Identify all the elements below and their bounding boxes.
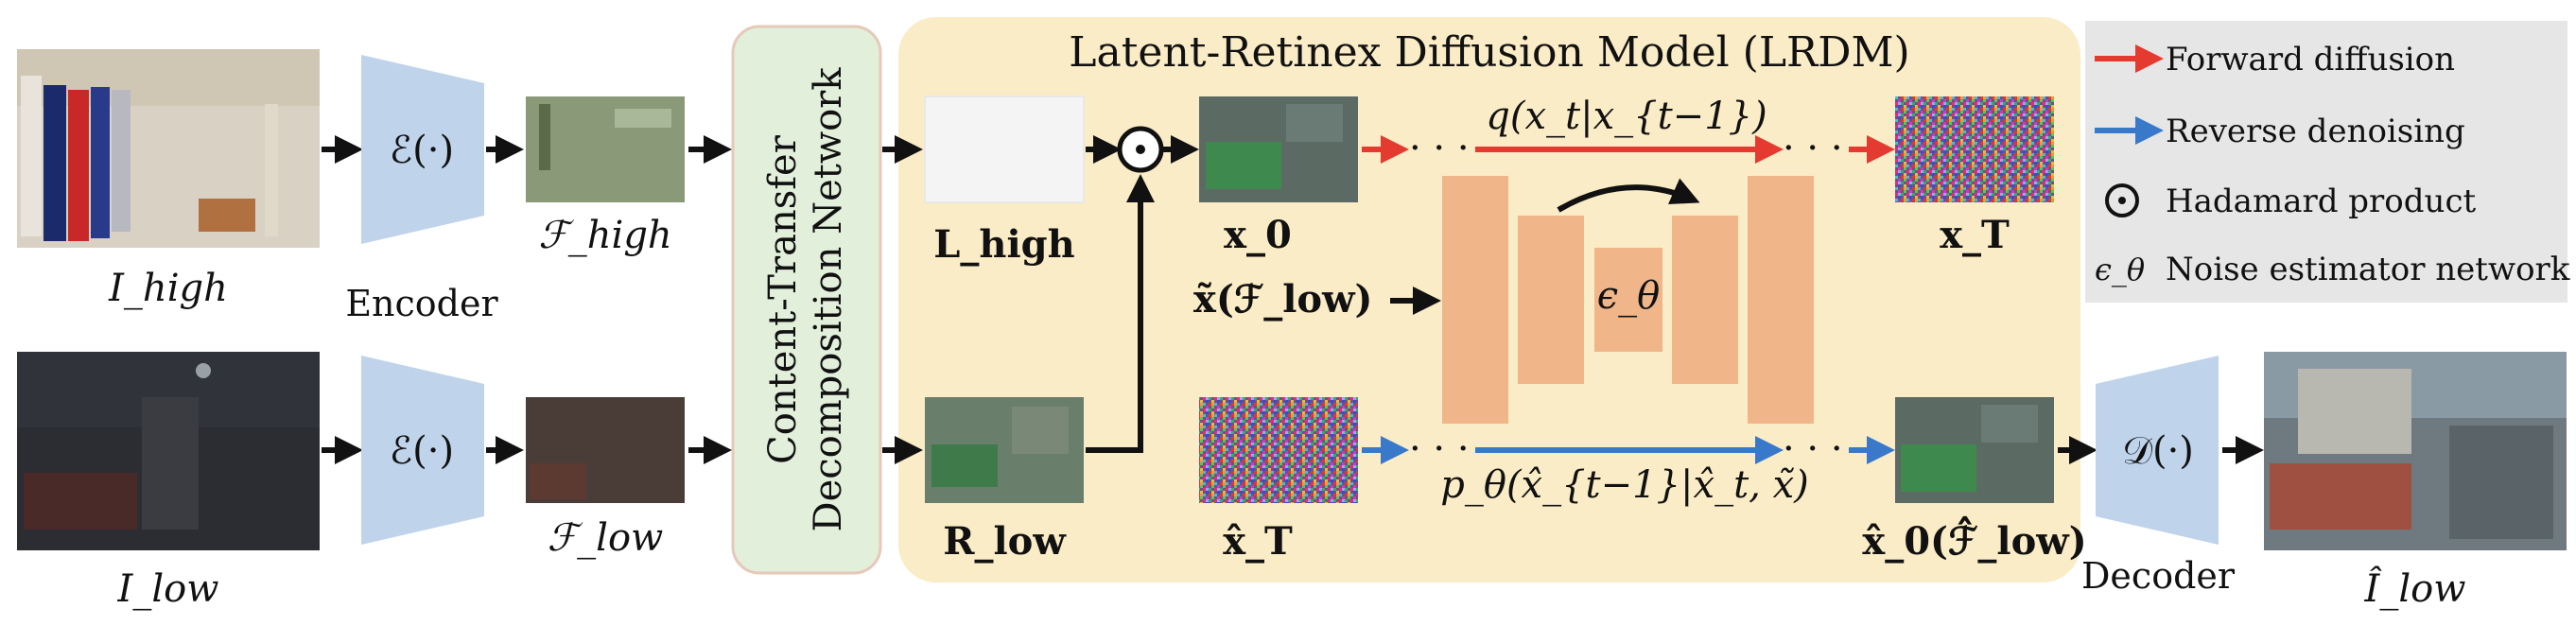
- lrdm-title: Latent-Retinex Diffusion Model (LRDM): [1069, 28, 1909, 77]
- illumination-label: L_high: [933, 222, 1074, 267]
- encoder-high-op: ℰ(·): [390, 129, 454, 172]
- feature-low-image: [526, 397, 685, 503]
- x0-image: [1199, 96, 1358, 202]
- x0-hat-image: [1895, 397, 2054, 503]
- arrow-reflectance-hadamard: [1086, 174, 1155, 453]
- unet-decoder-block-1: [1672, 216, 1738, 384]
- unet-encoder-block-1: [1442, 176, 1508, 424]
- input-low-image: [17, 352, 320, 550]
- xT-image: [1895, 96, 2054, 202]
- forward-formula: q(x_t|x_{t−1}): [1486, 95, 1767, 138]
- ctdn-box: [731, 25, 882, 575]
- output-image: [2264, 352, 2567, 550]
- decoder-label: Decoder: [2081, 555, 2236, 597]
- unet-decoder-block-2: [1748, 176, 1814, 424]
- feature-low-label: ℱ_low: [548, 516, 664, 560]
- reverse-dots-left: · · ·: [1409, 427, 1470, 471]
- encoder-low-shape: [361, 356, 484, 545]
- reverse-dots-right: · · ·: [1783, 427, 1843, 471]
- x0-hat-label: x̂_0(ℱ̂_low): [1862, 516, 2086, 564]
- legend-hadamard-icon: [2105, 183, 2139, 217]
- legend-estimator-symbol: ϵ_θ: [2095, 252, 2145, 287]
- reflectance-image: [925, 397, 1084, 503]
- legend-hadamard-text: Hadamard product: [2166, 183, 2476, 220]
- ctdn-label-line1: Content-Transfer: [761, 134, 805, 464]
- legend-forward-text: Forward diffusion: [2166, 41, 2455, 78]
- estimator-label: ϵ_θ: [1597, 274, 1660, 318]
- encoder-label: Encoder: [345, 283, 498, 324]
- x0-label: x_0: [1224, 213, 1292, 257]
- unet-bottleneck: [1594, 248, 1662, 352]
- reflectance-label: R_low: [943, 519, 1067, 564]
- skip-connection-arrow: [1557, 178, 1700, 213]
- feature-high-label: ℱ_high: [538, 214, 671, 257]
- decoder-shape: [2096, 356, 2219, 545]
- legend-reverse-text: Reverse denoising: [2166, 113, 2465, 150]
- xT-hat-label: x̂_T: [1223, 519, 1293, 564]
- input-high-label: I_high: [108, 267, 228, 310]
- input-low-label: I_low: [117, 567, 219, 611]
- unet-encoder-block-2: [1518, 216, 1584, 384]
- input-high-image: [17, 49, 320, 248]
- encoder-low-op: ℰ(·): [390, 429, 454, 473]
- legend-hadamard-dot: [2118, 197, 2126, 204]
- output-label: Î_low: [2364, 566, 2466, 611]
- feature-high-image: [526, 96, 685, 202]
- reverse-formula: p_θ(x̂_{t−1}|x̂_t, x̃): [1440, 463, 1809, 507]
- decoder-op: 𝒟(·): [2122, 429, 2194, 473]
- legend-box: [2085, 21, 2567, 303]
- condition-label: x̃(ℱ_low): [1193, 277, 1372, 322]
- legend-estimator-text: Noise estimator network: [2166, 251, 2570, 288]
- xT-label: x_T: [1940, 213, 2010, 257]
- forward-dots-left: · · ·: [1409, 127, 1470, 170]
- hadamard-dot: [1136, 145, 1145, 154]
- xT-hat-image: [1199, 397, 1358, 503]
- encoder-high-shape: [361, 55, 484, 244]
- forward-dots-right: · · ·: [1783, 127, 1843, 170]
- ctdn-label-line2: Decomposition Network: [807, 67, 850, 532]
- ctdn-label-group: Content-Transfer Decomposition Network: [761, 67, 850, 532]
- illumination-image: [924, 96, 1085, 203]
